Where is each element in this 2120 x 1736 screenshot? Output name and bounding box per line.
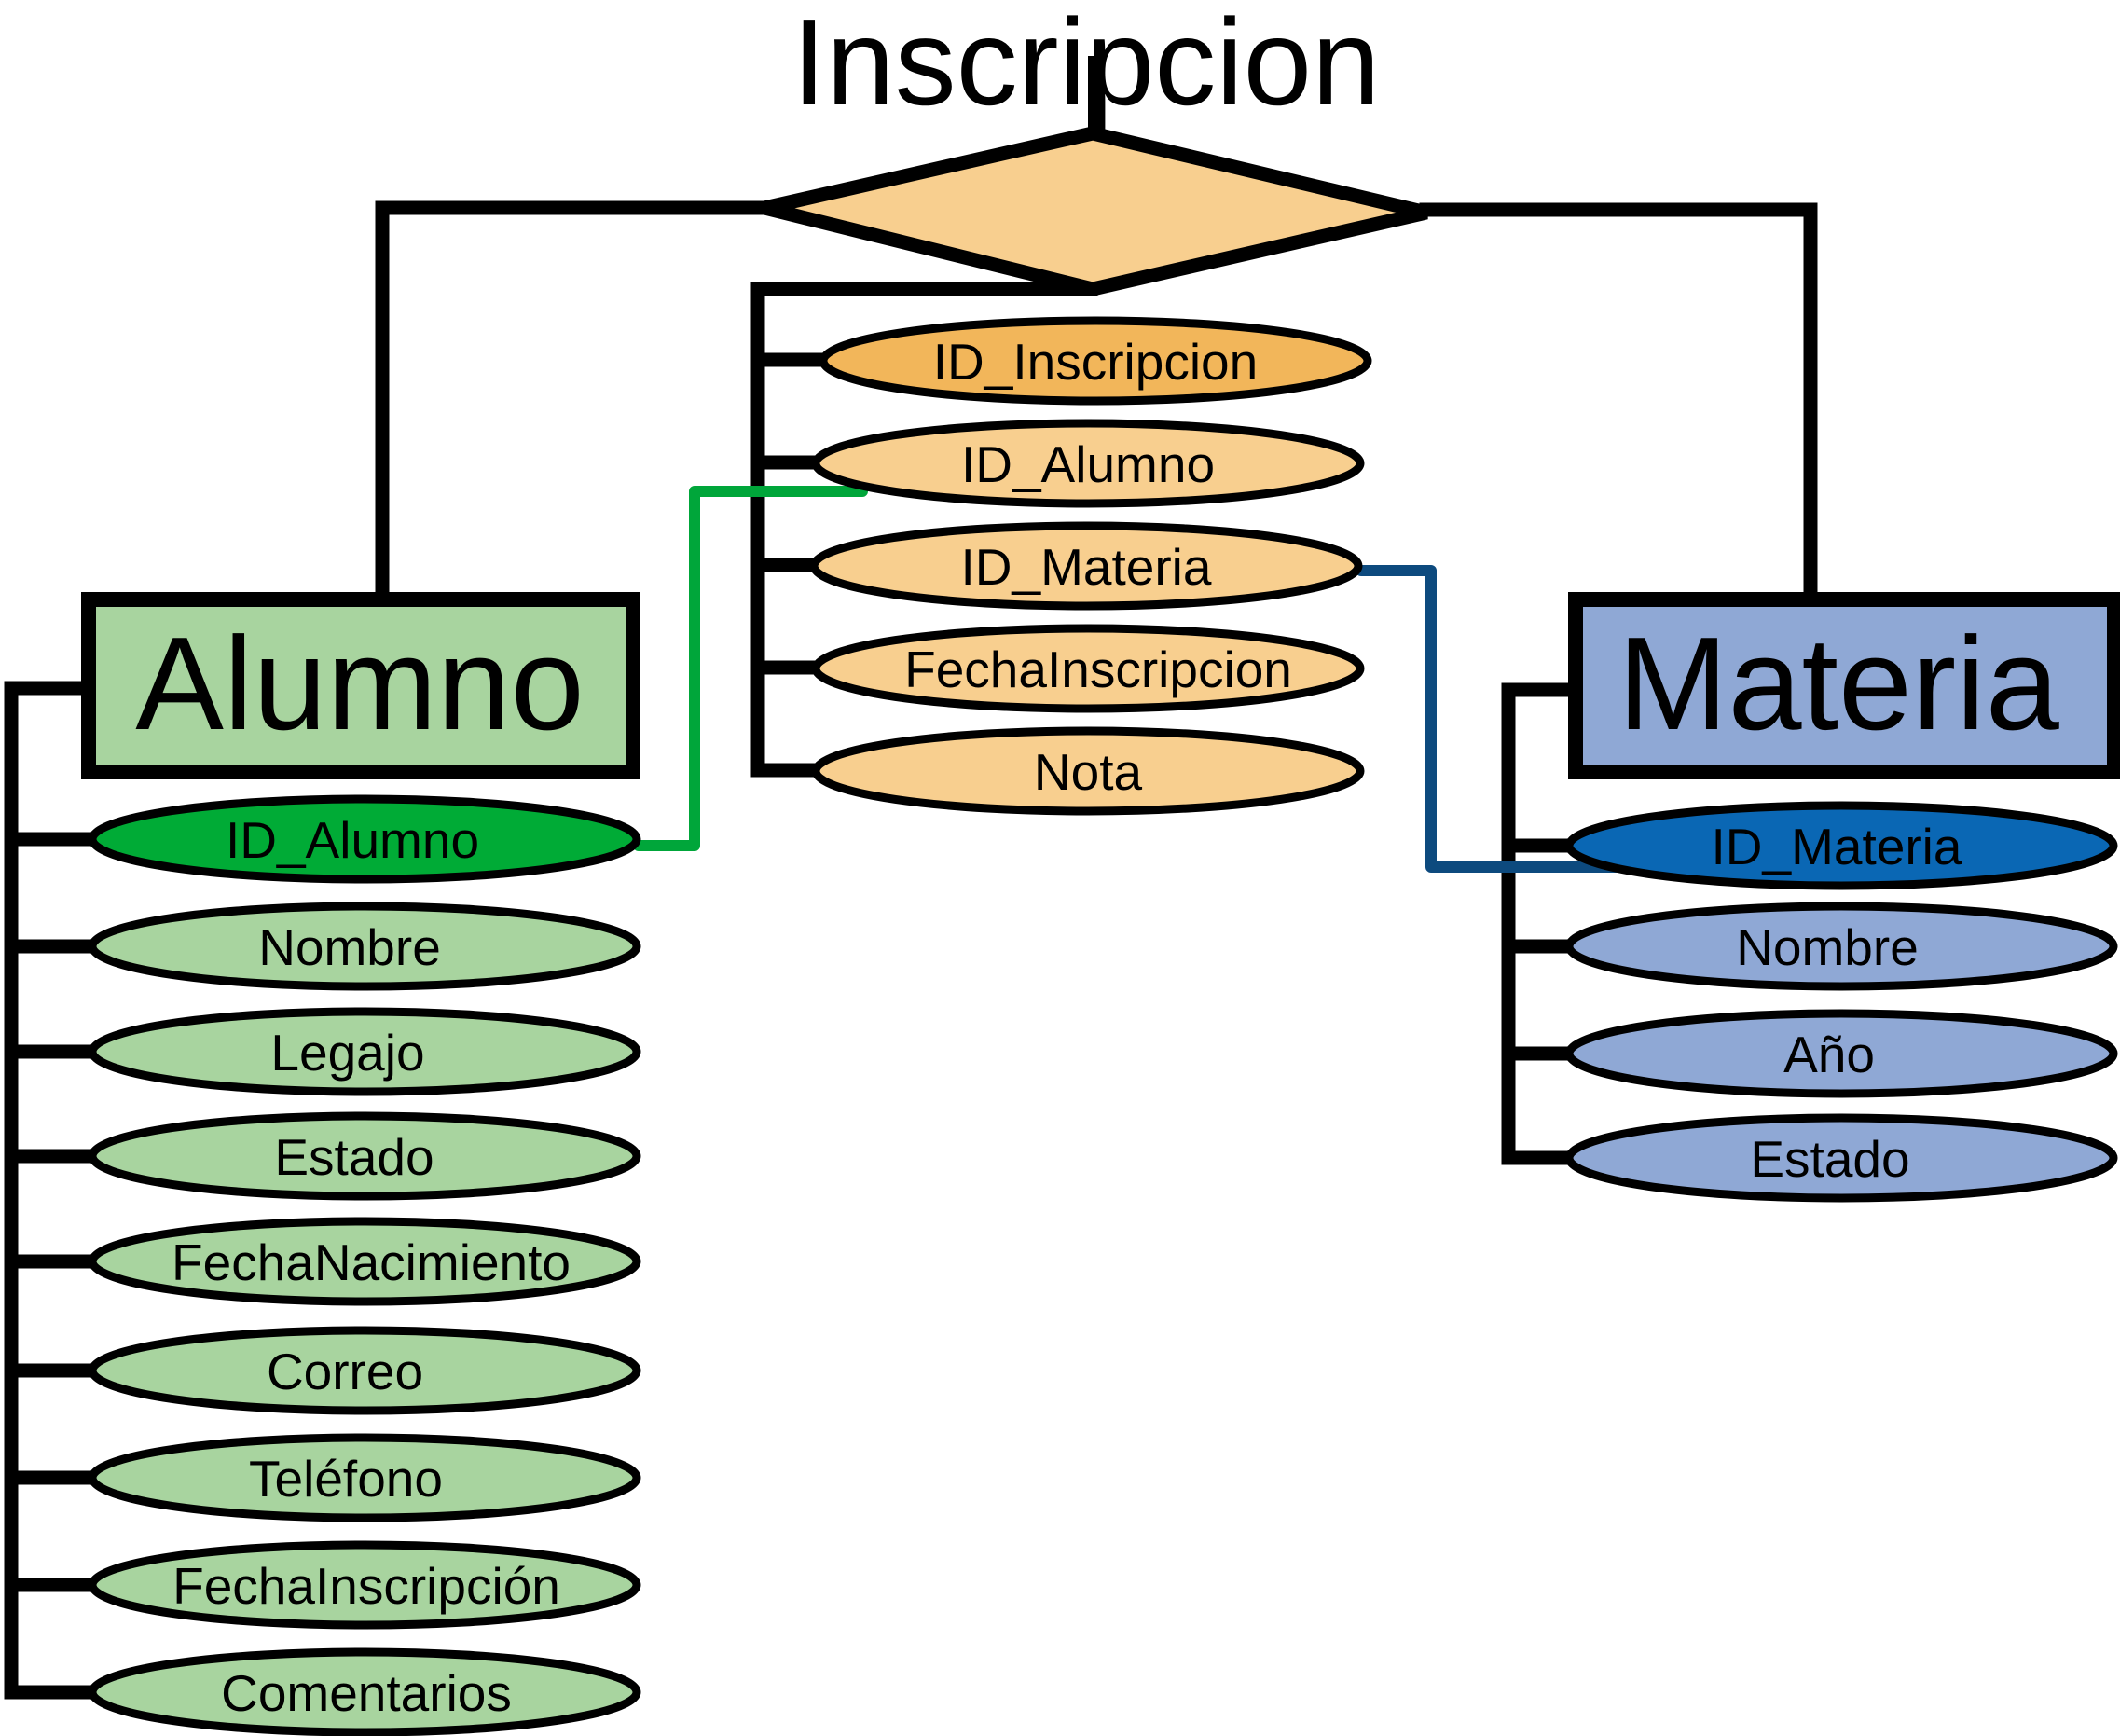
alumno-relationship-link bbox=[375, 200, 772, 604]
alumno-attr-oval-4 bbox=[88, 1111, 641, 1201]
relationship-attr-oval-4 bbox=[811, 624, 1365, 713]
relationship-attr-label-5: Nota bbox=[1034, 743, 1143, 801]
relationship-attribute-spine bbox=[750, 282, 1098, 778]
alumno-attr-oval-1 bbox=[88, 794, 641, 884]
materia-attribute-labels: ID_Materia Nombre Año Estado bbox=[1712, 818, 1962, 1188]
materia-foreign-key-link bbox=[1356, 565, 1646, 873]
materia-entity-title: Materia bbox=[1618, 610, 2059, 758]
relationship-attr-oval-3 bbox=[809, 521, 1363, 611]
materia-entity-box bbox=[1568, 592, 2120, 779]
materia-relationship-link bbox=[1419, 202, 1818, 604]
alumno-attr-label-4: Estado bbox=[274, 1128, 434, 1186]
materia-attr-label-4: Estado bbox=[1750, 1130, 1909, 1188]
materia-attr-label-1: ID_Materia bbox=[1712, 818, 1962, 875]
relationship-attr-oval-1 bbox=[819, 316, 1372, 406]
alumno-attr-label-6: Correo bbox=[267, 1343, 423, 1400]
alumno-entity-box bbox=[81, 592, 640, 779]
materia-attr-oval-1 bbox=[1564, 801, 2118, 890]
relationship-attr-label-4: FechaInscripcion bbox=[904, 641, 1292, 698]
relationship-attr-label-3: ID_Materia bbox=[961, 538, 1212, 596]
relationship-attr-oval-5 bbox=[811, 726, 1365, 816]
materia-attr-oval-4 bbox=[1564, 1113, 2118, 1203]
alumno-attribute-labels: ID_Alumno Nombre Legajo Estado FechaNaci… bbox=[172, 811, 571, 1722]
relationship-attribute-labels: ID_Inscripcion ID_Alumno ID_Materia Fech… bbox=[904, 333, 1292, 801]
relationship-attr-oval-2 bbox=[811, 419, 1365, 508]
alumno-foreign-key-link bbox=[633, 486, 868, 851]
materia-attr-label-2: Nombre bbox=[1736, 918, 1919, 976]
connector-lines bbox=[4, 200, 1818, 1700]
materia-attribute-spine bbox=[1501, 682, 1583, 1165]
alumno-attribute-spine bbox=[4, 681, 96, 1700]
alumno-attributes bbox=[88, 794, 641, 1736]
alumno-attr-oval-9 bbox=[88, 1647, 641, 1736]
relationship-attr-label-2: ID_Alumno bbox=[961, 435, 1215, 493]
alumno-entity-title: Alumno bbox=[135, 610, 584, 758]
alumno-attr-oval-5 bbox=[88, 1217, 641, 1306]
alumno-attr-oval-6 bbox=[88, 1326, 641, 1415]
alumno-attr-label-8: FechaInscripción bbox=[172, 1557, 560, 1615]
alumno-attr-label-5: FechaNacimiento bbox=[172, 1233, 571, 1291]
alumno-attr-oval-2 bbox=[88, 902, 641, 991]
relationship-attr-label-1: ID_Inscripcion bbox=[933, 333, 1258, 391]
relationship-attributes bbox=[809, 316, 1372, 816]
materia-attributes bbox=[1564, 801, 2118, 1203]
relationship-diamond bbox=[763, 126, 1428, 296]
materia-attr-oval-3 bbox=[1564, 1009, 2118, 1098]
alumno-attr-label-7: Teléfono bbox=[249, 1450, 443, 1508]
alumno-attr-label-2: Nombre bbox=[258, 918, 441, 976]
alumno-attr-oval-7 bbox=[88, 1433, 641, 1522]
alumno-attr-oval-8 bbox=[88, 1540, 641, 1630]
materia-attr-label-3: Año bbox=[1783, 1026, 1875, 1083]
alumno-attr-oval-3 bbox=[88, 1007, 641, 1096]
alumno-attr-label-3: Legajo bbox=[270, 1024, 424, 1082]
materia-attr-oval-2 bbox=[1564, 902, 2118, 991]
relationship-title: Inscripcion bbox=[792, 0, 1381, 131]
alumno-attr-label-9: Comentarios bbox=[221, 1664, 512, 1722]
alumno-attr-label-1: ID_Alumno bbox=[226, 811, 479, 869]
